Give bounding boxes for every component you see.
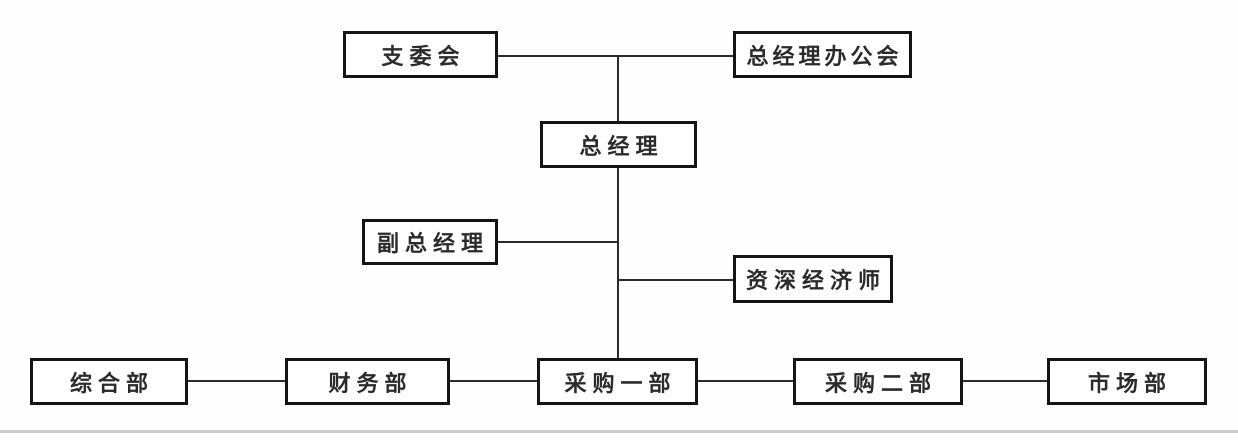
- page-divider-line: [0, 430, 1238, 433]
- node-gm-office-meeting: 总经理办公会: [733, 31, 912, 78]
- node-general-manager: 总经理: [540, 121, 697, 168]
- connector-branchcommittee-gmofficemeeting: [498, 55, 733, 57]
- connector-finance-procurement1: [450, 380, 537, 382]
- connector-procurement2-marketing: [963, 380, 1047, 382]
- node-label-gm-office-meeting: 总经理办公会: [746, 43, 903, 69]
- node-label-deputy-general-manager: 副总经理: [376, 231, 489, 256]
- connector-generalaffairs-finance: [188, 380, 285, 382]
- node-branch-committee: 支委会: [343, 31, 498, 78]
- node-deputy-general-manager: 副总经理: [362, 219, 498, 265]
- connector-general-manager-spine: [617, 168, 619, 359]
- node-label-finance-dept: 财务部: [328, 370, 413, 396]
- connector-procurement1-procurement2: [698, 380, 793, 382]
- node-label-marketing-dept: 市场部: [1087, 370, 1172, 396]
- connector-top-to-general-manager: [617, 56, 619, 122]
- node-label-procurement-dept-2: 采购二部: [824, 370, 937, 396]
- node-senior-economist: 资深经济师: [733, 255, 893, 303]
- node-finance-dept: 财务部: [285, 358, 450, 405]
- node-label-general-manager: 总经理: [579, 133, 664, 159]
- node-label-branch-committee: 支委会: [381, 43, 466, 69]
- node-marketing-dept: 市场部: [1047, 358, 1207, 405]
- node-label-procurement-dept-1: 采购一部: [564, 370, 677, 396]
- node-general-affairs-dept: 综合部: [30, 358, 188, 405]
- node-procurement-dept-1: 采购一部: [537, 358, 698, 405]
- connector-deputy-general-manager: [498, 241, 618, 243]
- node-label-senior-economist: 资深经济师: [745, 268, 886, 293]
- node-label-general-affairs-dept: 综合部: [69, 370, 154, 396]
- node-procurement-dept-2: 采购二部: [793, 358, 963, 405]
- connector-senior-economist: [618, 279, 733, 281]
